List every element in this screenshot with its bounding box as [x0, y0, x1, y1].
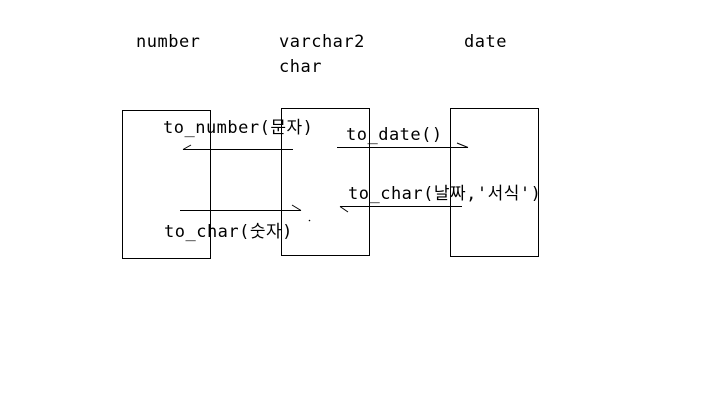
to-date-arrow [337, 142, 469, 148]
to-date-label: to_date() [346, 125, 443, 145]
to-char-number-label: to_char(숫자) [164, 222, 293, 242]
to-number-label: to_number(문자) [163, 118, 314, 138]
to-char-number-arrow [180, 204, 302, 211]
to-char-date-label: to_char(날짜,'서식') [348, 184, 542, 204]
date-box [450, 108, 539, 257]
stray-dot [308, 219, 311, 222]
to-char-date-arrow [339, 206, 462, 213]
varchar2-char-box [281, 108, 370, 256]
number-box [122, 110, 211, 259]
varchar2-label: varchar2 [279, 32, 365, 52]
to-number-arrow [182, 144, 293, 150]
char-label: char [279, 57, 322, 77]
number-label: number [136, 32, 201, 52]
date-label: date [464, 32, 507, 52]
